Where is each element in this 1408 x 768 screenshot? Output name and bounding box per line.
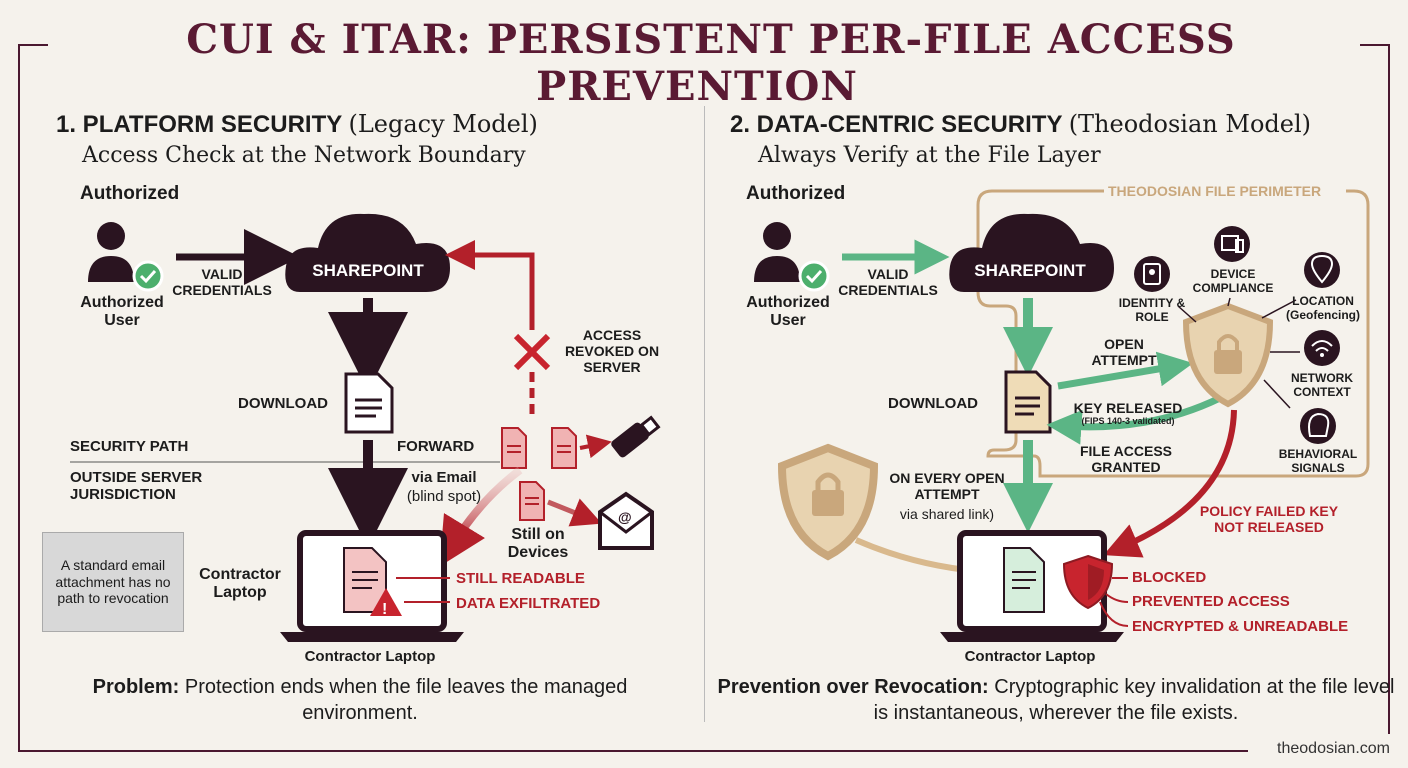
sharepoint-cloud-right [949,213,1114,292]
sharepoint-cloud-left [285,213,450,292]
right-heading: 2. DATA-CENTRIC SECURITY (Theodosian Mod… [730,110,1311,139]
section-divider [704,106,705,722]
right-heading-bold: 2. DATA-CENTRIC SECURITY [730,111,1063,138]
laptop-icon-left [280,530,464,642]
frame-left [18,44,20,752]
on-every-label: ON EVERY OPEN ATTEMPT [889,470,1005,503]
network-icon [1304,330,1340,366]
leaked-doc-2 [551,427,577,469]
right-user-label: Authorized User [746,294,830,330]
revocation-note-text: A standard email attachment has no path … [55,556,171,607]
outside-server-label: OUTSIDE SERVER JURISDICTION [70,469,203,504]
user-icon-left [88,222,164,292]
contractor-laptop-side-label: Contractor Laptop [199,566,281,602]
encrypted-label: ENCRYPTED & UNREADABLE [1132,618,1349,635]
policy-failed-label: POLICY FAILED KEY NOT RELEASED [1199,503,1339,536]
still-readable-label: STILL READABLE [456,570,585,587]
document-icon-right [1004,370,1052,434]
right-prevention-statement: Prevention over Revocation: Cryptographi… [716,674,1396,726]
arrow-to-usb [579,434,612,459]
usb-drive-icon [611,415,661,458]
left-heading: 1. PLATFORM SECURITY (Legacy Model) [56,110,538,139]
blocked-lines [1099,577,1129,627]
blocked-label: BLOCKED [1132,569,1207,586]
left-laptop-label: Contractor Laptop [304,648,436,665]
problem-bold: Problem: [92,676,180,698]
left-heading-bold: 1. PLATFORM SECURITY [56,111,342,138]
location-label: LOCATION (Geofencing) [1286,294,1360,322]
arrow-policy-failed [1103,409,1237,558]
access-revoked-label: ACCESS REVOKED ON SERVER [564,327,660,376]
security-path-label: SECURITY PATH [70,438,189,455]
footer-domain: theodosian.com [1277,740,1390,757]
prevented-label: PREVENTED ACCESS [1132,593,1290,610]
device-label: DEVICE COMPLIANCE [1192,267,1274,295]
behavioral-label: BEHAVIORAL SIGNALS [1278,447,1358,475]
via-email-label: via Email [411,469,477,486]
right-download-label: DOWNLOAD [888,395,978,412]
fips-label: (FIPS 140-3 validated) [1081,416,1175,426]
prevention-bold: Prevention over Revocation: [717,676,989,698]
device-icon [1214,226,1250,262]
data-exfiltrated-label: DATA EXFILTRATED [456,595,601,612]
identity-label: IDENTITY & ROLE [1118,296,1186,324]
network-label: NETWORK CONTEXT [1291,371,1353,399]
key-released-label: KEY RELEASED [1073,400,1183,416]
left-user-label: Authorized User [80,294,164,330]
arrow-to-email [547,498,602,527]
right-authorized: Authorized [746,183,846,204]
right-valid-credentials: VALID CREDENTIALS [838,266,938,299]
leaked-doc-1 [501,427,527,469]
svg-text:@: @ [618,509,632,525]
right-heading-light: (Theodosian Model) [1068,110,1311,138]
prevention-text: Cryptographic key invalidation at the fi… [873,676,1395,724]
arrow-key-released [1046,394,1222,445]
left-authorized: Authorized [80,183,180,204]
signal-spokes [1177,297,1300,409]
file-access-granted-label: FILE ACCESS GRANTED [1079,443,1173,476]
perimeter-label: THEODOSIAN FILE PERIMETER [1108,183,1322,199]
arrow-open-attempt [1057,351,1194,390]
frame-bottom [18,750,1248,752]
warning-icon: ! [370,588,402,618]
blocked-shield-icon [1062,554,1114,610]
svg-text:!: ! [382,601,387,618]
arrow-revoke [445,240,535,330]
left-download-label: DOWNLOAD [238,395,328,412]
problem-text: Protection ends when the file leaves the… [184,676,628,724]
via-shared-label: via shared link) [899,506,995,522]
page-title: CUI & ITAR: PERSISTENT PER-FILE ACCESS P… [0,16,1408,110]
still-on-devices-label: Still on Devices [507,526,569,562]
right-laptop-label: Contractor Laptop [964,648,1096,665]
left-subheading: Access Check at the Network Boundary [82,143,526,168]
policy-shield-icon [1182,302,1274,408]
frame-top-right [1360,44,1390,46]
behavioral-icon [1300,408,1336,444]
blind-spot-label: (blind spot) [406,488,482,505]
revocation-note: A standard email attachment has no path … [42,532,184,632]
leaked-doc-3 [519,481,545,521]
arrow-to-laptop-red [439,466,523,567]
identity-icon [1134,256,1170,292]
frame-top-left [18,44,48,46]
x-icon [513,333,551,371]
right-sharepoint-label: SHAREPOINT [974,261,1086,280]
theodosian-perimeter [976,189,1370,478]
forward-label: FORWARD [397,438,475,455]
location-icon [1304,252,1340,288]
user-icon-right [754,222,830,292]
document-icon-left [344,372,394,434]
email-icon: @ [598,491,654,550]
right-subheading: Always Verify at the File Layer [758,143,1101,168]
left-heading-light: (Legacy Model) [348,110,538,138]
left-problem-statement: Problem: Protection ends when the file l… [70,674,650,726]
open-attempt-label: OPEN ATTEMPT [1091,336,1157,369]
left-sharepoint-label: SHAREPOINT [312,261,424,280]
frame-right [1388,44,1390,734]
left-valid-credentials: VALID CREDENTIALS [172,266,272,299]
shared-link-shield-icon [777,443,879,561]
